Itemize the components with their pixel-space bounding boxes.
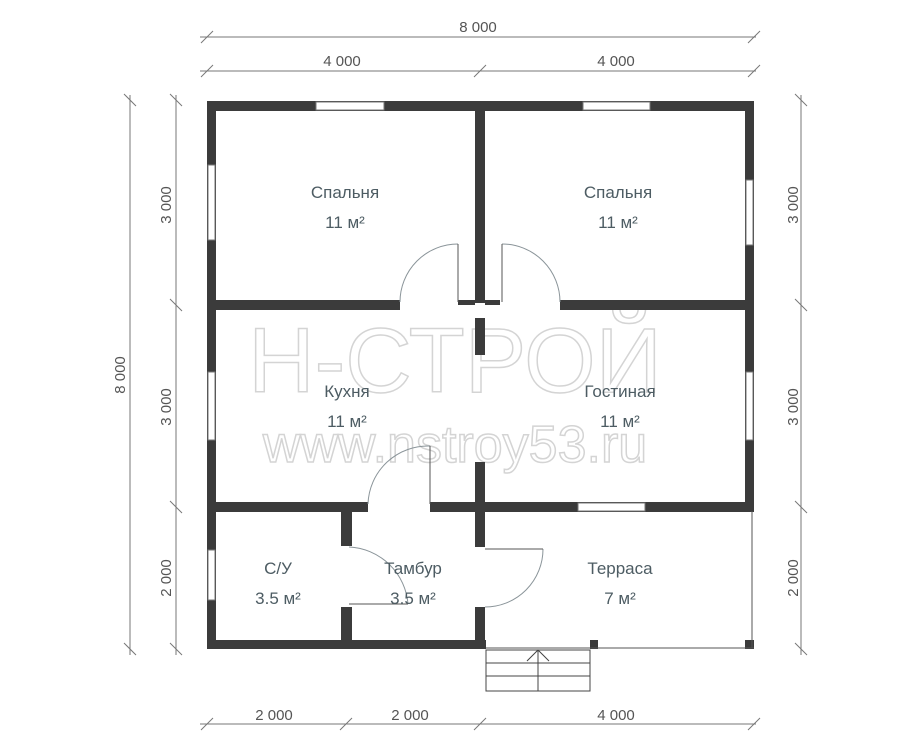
room-area-bedroom-2: 11 м² [598,213,638,232]
watermark-url: www.nstroy53.ru [262,416,647,474]
stairs [485,649,591,692]
dim-left-bottom: 2 000 [158,559,175,597]
room-name-bedroom-2: Спальня [584,183,652,202]
dim-top-left: 4 000 [323,53,361,70]
room-name-living: Гостиная [584,382,655,401]
room-area-bedroom-1: 11 м² [325,213,365,232]
dim-bottom-3: 4 000 [597,707,635,724]
dim-left-top: 3 000 [158,186,175,224]
dim-left-mid: 3 000 [158,388,175,426]
dimension-lines [123,30,808,731]
dim-right-mid: 3 000 [785,388,802,426]
dim-right-bottom: 2 000 [785,559,802,597]
room-area-kitchen: 11 м² [327,412,367,431]
watermark-logo: Н-СТРОЙ [248,308,662,412]
dim-bottom-1: 2 000 [255,707,293,724]
room-area-bathroom: 3.5 м² [255,589,301,608]
room-name-bathroom: С/У [264,559,292,578]
dim-top-right: 4 000 [597,53,635,70]
room-name-terrace: Терраса [587,559,653,578]
dim-top-total: 8 000 [459,19,497,36]
dim-bottom-2: 2 000 [391,707,429,724]
room-name-bedroom-1: Спальня [311,183,379,202]
room-area-living: 11 м² [600,412,640,431]
dim-left-total: 8 000 [112,356,129,394]
room-name-kitchen: Кухня [324,382,370,401]
windows [207,101,754,601]
dim-right-top: 3 000 [785,186,802,224]
doors [348,243,561,608]
room-name-vestibule: Тамбур [384,559,442,578]
room-area-vestibule: 3.5 м² [390,589,436,608]
room-area-terrace: 7 м² [604,589,636,608]
arrow-up-icon [526,649,550,662]
